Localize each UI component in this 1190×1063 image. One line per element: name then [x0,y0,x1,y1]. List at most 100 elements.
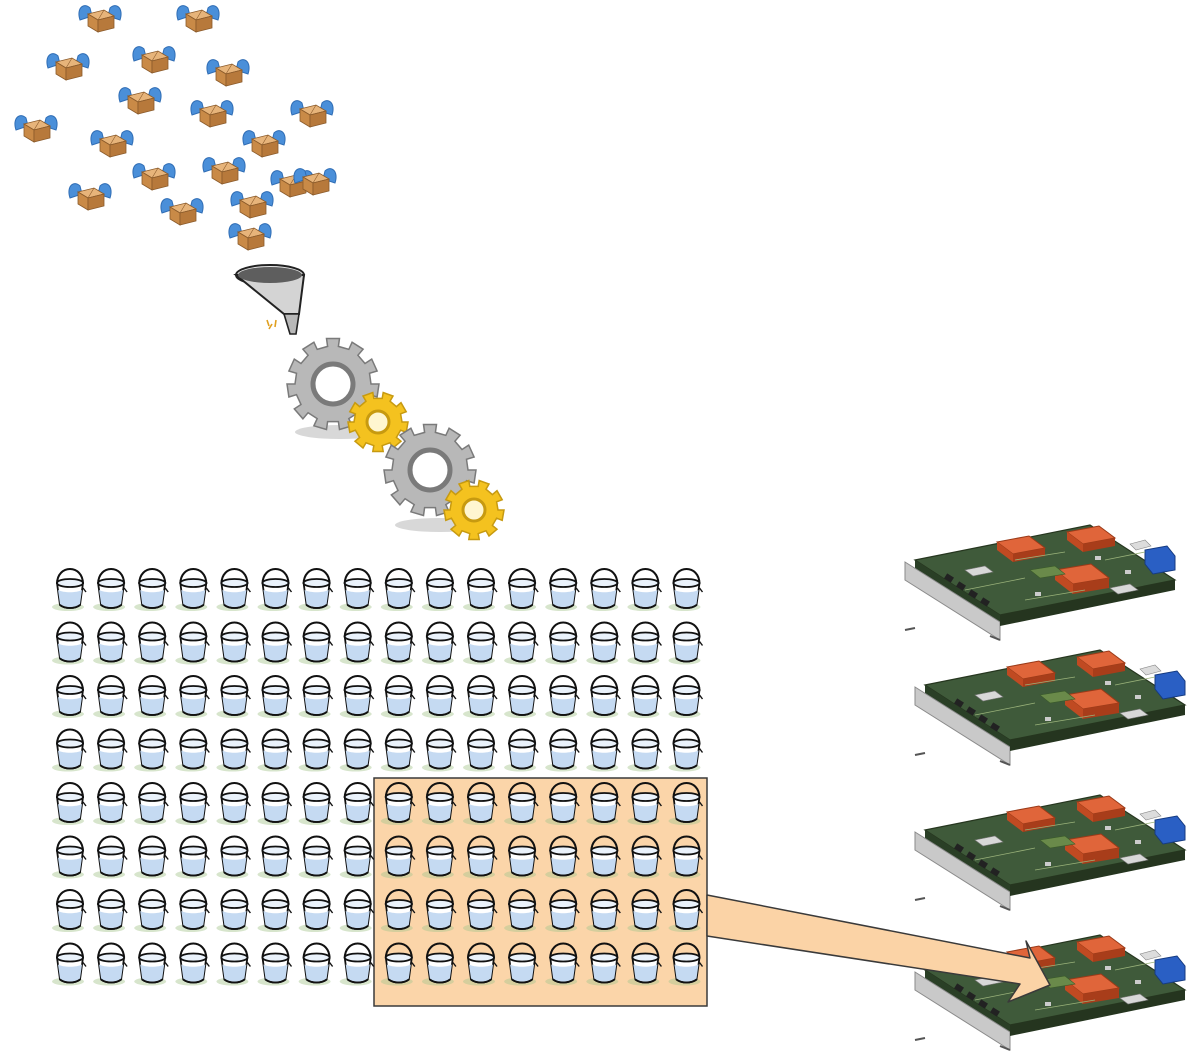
bucket-icon [57,837,86,876]
bucket-icon [674,676,703,715]
gear-hub [313,364,353,404]
bucket-icon [57,676,86,715]
bucket-icon [221,837,250,876]
package-icon [15,116,57,142]
bucket-icon [98,944,127,983]
bucket-icon [98,676,127,715]
bucket-icon [632,623,661,662]
package-icon [79,6,121,32]
bucket-icon [263,569,292,608]
package-icon [161,199,203,225]
bucket-icon [304,837,333,876]
bucket-icon [304,623,333,662]
bucket-icon [468,676,497,715]
bucket-icon [386,569,415,608]
bucket-icon [139,676,168,715]
package-icon [229,224,271,250]
bucket-icon [221,676,250,715]
bucket-icon [221,730,250,769]
bucket-icon [591,569,620,608]
bucket-icon [674,569,703,608]
package-icon [177,6,219,32]
circuit-board-icon [915,795,1185,910]
bucket-icon [180,944,209,983]
bucket-icon [386,623,415,662]
gears-icon [287,339,504,540]
bucket-icon [263,676,292,715]
package-icon [191,101,233,127]
bucket-icon [304,890,333,929]
bucket-icon [57,890,86,929]
bucket-icon [468,730,497,769]
input-packets-cluster [15,6,336,250]
bucket-icon [386,676,415,715]
bucket-icon [674,730,703,769]
bucket-icon [180,569,209,608]
bucket-icon [263,837,292,876]
bucket-icon [221,944,250,983]
bucket-icon [263,890,292,929]
bucket-icon [591,623,620,662]
bucket-icon [180,676,209,715]
bucket-icon [180,837,209,876]
bucket-icon [427,730,456,769]
bucket-icon [139,837,168,876]
package-icon [47,54,89,80]
circuit-board-icon [905,525,1175,640]
bucket-icon [468,569,497,608]
bucket-icon [57,623,86,662]
bucket-icon [550,676,579,715]
bucket-icon [345,676,374,715]
funnel-icon [236,265,304,334]
package-icon [207,60,249,86]
bucket-icon [139,569,168,608]
package-icon [291,101,333,127]
bucket-icon [221,569,250,608]
package-icon [69,184,111,210]
bucket-icon [180,890,209,929]
bucket-icon [263,783,292,822]
bucket-icon [345,890,374,929]
bucket-icon [139,783,168,822]
circuit-board-icon [915,650,1185,765]
gear-hub [367,411,389,433]
bucket-icon [98,890,127,929]
package-icon [133,164,175,190]
bucket-icon [98,837,127,876]
bucket-grid [52,569,707,1006]
bucket-icon [345,569,374,608]
bucket-icon [221,890,250,929]
bucket-icon [468,623,497,662]
bucket-icon [550,569,579,608]
gear-hub [463,499,485,521]
bucket-icon [98,569,127,608]
bucket-icon [304,730,333,769]
package-icon [91,131,133,157]
bucket-icon [632,569,661,608]
bucket-icon [57,944,86,983]
bucket-icon [139,890,168,929]
bucket-icon [263,944,292,983]
bucket-icon [98,623,127,662]
bucket-icon [550,623,579,662]
bucket-icon [345,623,374,662]
bucket-icon [632,676,661,715]
bucket-icon [263,623,292,662]
bucket-icon [674,623,703,662]
bucket-icon [180,623,209,662]
bucket-icon [304,569,333,608]
package-icon [133,47,175,73]
bucket-icon [180,783,209,822]
bucket-icon [304,944,333,983]
bucket-icon [180,730,209,769]
bucket-icon [509,569,538,608]
bucket-icon [345,944,374,983]
bucket-icon [98,783,127,822]
package-icon [203,158,245,184]
package-icon [231,192,273,218]
package-icon [243,131,285,157]
bucket-icon [57,783,86,822]
bucket-icon [263,730,292,769]
package-icon [119,88,161,114]
